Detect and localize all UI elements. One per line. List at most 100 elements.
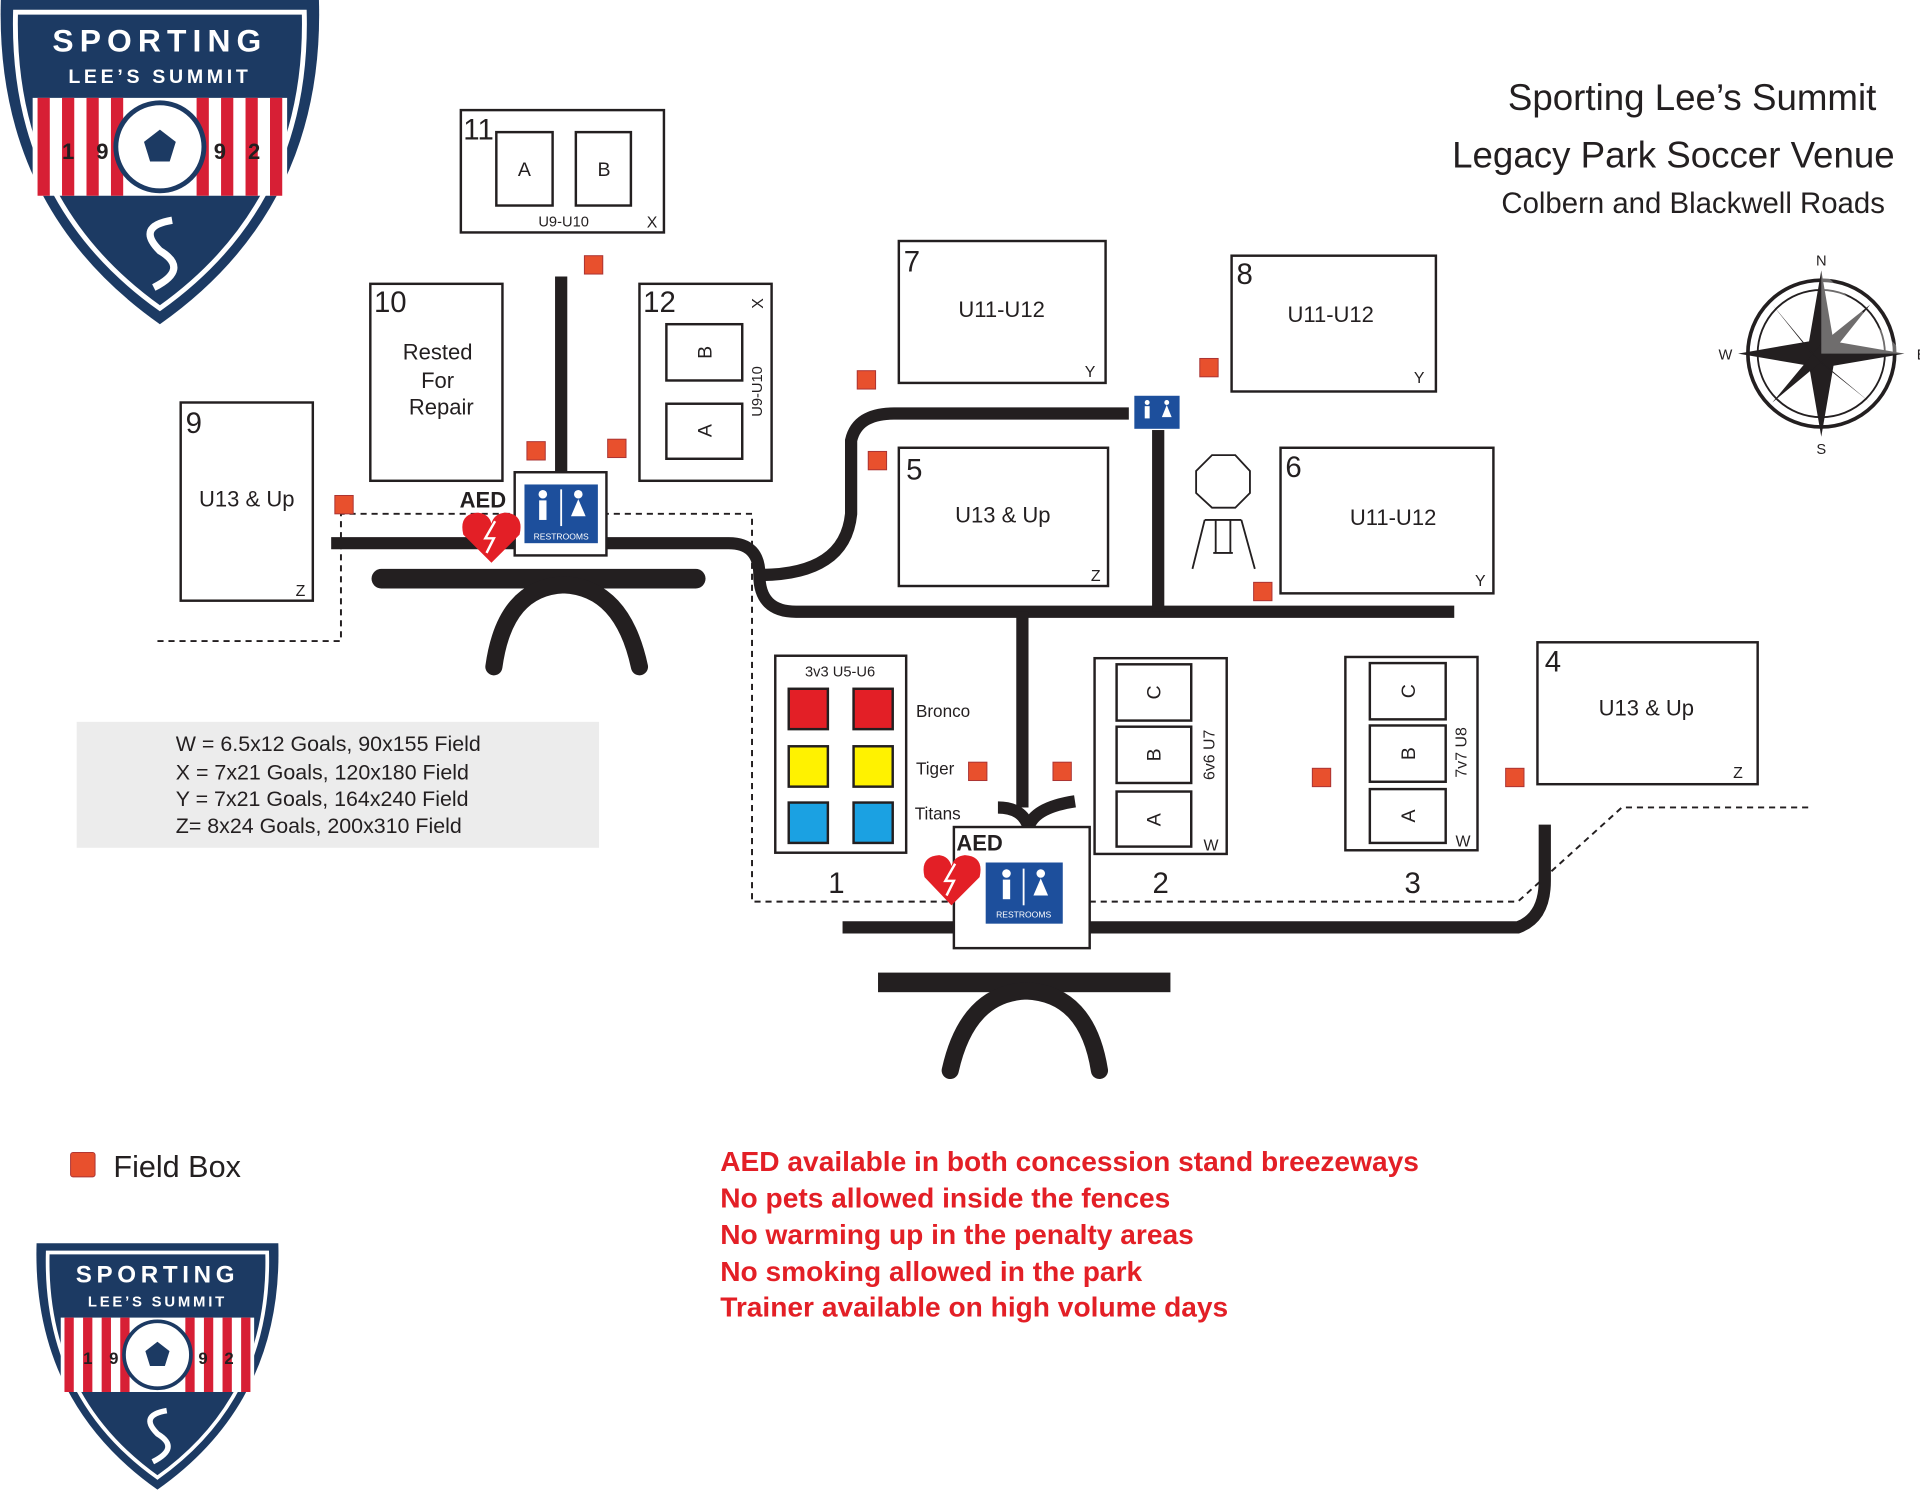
svg-text:U13 & Up: U13 & Up [1599, 696, 1694, 721]
svg-text:A: A [518, 159, 532, 181]
goal-size-legend: W = 6.5x12 Goals, 90x155 Field X = 7x21 … [76, 721, 600, 848]
svg-text:Titans: Titans [915, 805, 961, 824]
svg-text:9: 9 [198, 1349, 207, 1368]
svg-text:Y: Y [1085, 364, 1096, 381]
svg-text:LEE’S SUMMIT: LEE’S SUMMIT [68, 66, 251, 88]
svg-text:SPORTING: SPORTING [52, 22, 267, 58]
svg-text:4: 4 [1545, 646, 1561, 679]
svg-text:AED: AED [956, 830, 1002, 855]
svg-text:1: 1 [62, 139, 74, 164]
field-11[interactable]: 11 A B U9-U10 X [459, 108, 666, 234]
field-8[interactable]: 8 U11-U12 Y [1230, 254, 1438, 393]
fence-line [1089, 806, 1812, 903]
svg-text:U9-U10: U9-U10 [750, 366, 766, 417]
field-5[interactable]: 5 U13 & Up Z [897, 446, 1110, 588]
field-6[interactable]: 6 U11-U12 Y [1279, 446, 1495, 595]
svg-text:AED available in both concessi: AED available in both concession stand b… [720, 1146, 1419, 1177]
svg-text:9: 9 [96, 139, 108, 164]
svg-text:U11-U12: U11-U12 [1287, 302, 1373, 327]
parking-bar [371, 568, 706, 589]
svg-text:3v3 U5-U6: 3v3 U5-U6 [805, 665, 875, 681]
svg-text:AED: AED [460, 488, 506, 513]
field-2[interactable]: C B A 6v6 U7 W 2 [1093, 656, 1228, 900]
field-7[interactable]: 7 U11-U12 Y [897, 239, 1107, 385]
svg-text:7: 7 [904, 246, 920, 279]
field-9[interactable]: 9 U13 & Up Z [179, 401, 315, 602]
field-1[interactable]: 3v3 U5-U6 Bronco Tiger Titans 1 [774, 654, 970, 900]
title-line-3: Colbern and Blackwell Roads [1501, 187, 1885, 220]
svg-text:A: A [1398, 809, 1420, 823]
svg-text:9: 9 [186, 407, 202, 440]
svg-text:C: C [1398, 684, 1420, 698]
svg-text:W: W [1455, 834, 1470, 851]
svg-text:2: 2 [248, 139, 260, 164]
svg-text:U11-U12: U11-U12 [1350, 505, 1436, 530]
title-line-2: Legacy Park Soccer Venue [1452, 135, 1895, 176]
title-line-1: Sporting Lee’s Summit [1508, 77, 1876, 118]
field-4[interactable]: 4 U13 & Up Z [1536, 641, 1759, 786]
svg-text:RESTROOMS: RESTROOMS [996, 910, 1051, 920]
svg-text:2: 2 [1152, 867, 1168, 900]
svg-text:Rested: Rested [403, 340, 473, 365]
svg-text:1: 1 [828, 867, 844, 900]
svg-text:W: W [1203, 837, 1218, 854]
parking-bar [878, 972, 1171, 993]
svg-text:No pets allowed inside the fen: No pets allowed inside the fences [720, 1183, 1170, 1214]
svg-text:12: 12 [643, 286, 676, 319]
svg-text:SPORTING: SPORTING [76, 1261, 239, 1288]
svg-text:No warming up in the penalty a: No warming up in the penalty areas [720, 1219, 1194, 1250]
svg-text:Z: Z [1733, 765, 1743, 782]
svg-text:6: 6 [1285, 451, 1301, 484]
svg-text:X: X [750, 298, 767, 309]
compass-rose-icon: N S E W [1719, 253, 1920, 457]
svg-text:RESTROOMS: RESTROOMS [534, 532, 589, 542]
svg-text:B: B [1398, 747, 1420, 760]
svg-text:B: B [695, 346, 717, 359]
club-logo-top: SPORTING LEE’S SUMMIT 1 9 9 2 [1, 0, 320, 324]
svg-text:U13 & Up: U13 & Up [955, 502, 1050, 527]
restroom-small-icon [1133, 394, 1181, 431]
svg-text:Tiger: Tiger [916, 759, 955, 778]
svg-text:Z= 8x24 Goals, 200x310 Field: Z= 8x24 Goals, 200x310 Field [176, 814, 462, 838]
entrance-arch [941, 982, 1109, 1080]
svg-text:LEE’S SUMMIT: LEE’S SUMMIT [88, 1294, 227, 1310]
entrance-arch [485, 576, 649, 676]
svg-text:Y = 7x21 Goals, 164x240 Field: Y = 7x21 Goals, 164x240 Field [176, 787, 469, 811]
svg-text:Z: Z [1091, 568, 1101, 585]
svg-text:9: 9 [214, 139, 226, 164]
svg-text:Y: Y [1414, 370, 1425, 387]
svg-text:2: 2 [224, 1349, 233, 1368]
field-12[interactable]: 12 B A U9-U10 X [638, 282, 773, 483]
svg-text:9: 9 [109, 1349, 118, 1368]
svg-text:10: 10 [374, 286, 407, 319]
svg-text:7v7 U8: 7v7 U8 [1453, 727, 1470, 778]
field-10[interactable]: 10 Rested For Repair [369, 282, 504, 483]
svg-text:W = 6.5x12 Goals, 90x155 Field: W = 6.5x12 Goals, 90x155 Field [176, 732, 481, 756]
svg-text:X: X [647, 215, 658, 232]
svg-text:6v6 U7: 6v6 U7 [1201, 730, 1218, 781]
svg-text:For: For [421, 368, 454, 393]
svg-text:C: C [1144, 685, 1166, 699]
playground-icon [1191, 454, 1256, 570]
svg-text:U13 & Up: U13 & Up [199, 486, 294, 511]
club-logo-bottom: SPORTING LEE’S SUMMIT 1 9 9 2 [36, 1243, 278, 1489]
svg-text:U9-U10: U9-U10 [538, 214, 589, 230]
svg-text:X = 7x21 Goals, 120x180 Field: X = 7x21 Goals, 120x180 Field [176, 760, 469, 784]
field-3[interactable]: C B A 7v7 U8 W 3 [1344, 655, 1479, 900]
svg-text:Trainer available on high volu: Trainer available on high volume days [720, 1291, 1228, 1322]
svg-text:B: B [1144, 748, 1166, 761]
svg-text:No smoking allowed in the park: No smoking allowed in the park [720, 1256, 1142, 1287]
concession-stand-south: RESTROOMS AED [923, 825, 1091, 950]
svg-text:Field Box: Field Box [113, 1150, 240, 1184]
svg-text:Repair: Repair [409, 395, 474, 420]
svg-text:S: S [1816, 442, 1826, 458]
svg-text:Bronco: Bronco [916, 702, 970, 721]
svg-text:3: 3 [1404, 867, 1420, 900]
svg-text:E: E [1917, 348, 1920, 364]
svg-text:Z: Z [296, 583, 306, 600]
svg-text:A: A [695, 423, 717, 437]
svg-text:Y: Y [1475, 573, 1486, 590]
svg-text:1: 1 [83, 1349, 92, 1368]
concession-stand-west: RESTROOMS AED [460, 471, 608, 563]
